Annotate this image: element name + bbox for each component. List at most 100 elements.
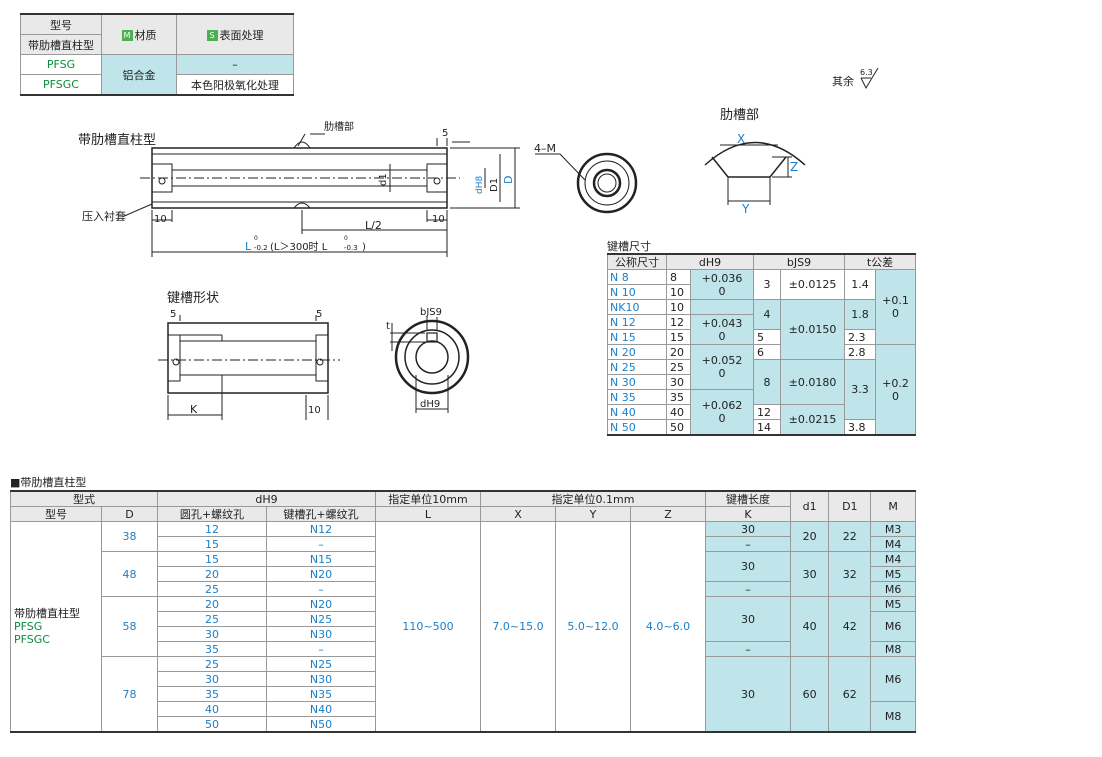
dim-l-half: L/2 [365,219,382,232]
h-keylen: 键槽长度 [705,490,791,507]
round-hole-cell: 15 [157,551,267,567]
h-Z: Z [630,506,706,522]
round-hole-cell: 35 [157,686,267,702]
ks-dtol-lower: 0 [718,412,726,425]
d1-cell: 40 [789,596,830,657]
surface-note-text: 其余 [832,75,854,88]
round-hole-cell: 20 [157,566,267,582]
ks-btol: ±0.0125 [780,269,845,300]
main-table-title: ■带肋槽直柱型 [10,476,87,489]
ks-d: 50 [666,419,691,436]
D-cell: 78 [101,656,158,733]
model-pfsgc: PFSGC [14,633,50,646]
round-hole-cell: 25 [157,656,267,672]
ks-ttol-upper: +0.1 [882,294,909,307]
m-cell: M5 [870,566,916,582]
key-dim-5-left: 5 [170,309,176,320]
dim-l-note-close: ) [362,242,366,253]
ks-t: 1.8 [844,299,876,330]
ks-dtol-lower: 0 [718,329,726,343]
ks-b: 5 [753,329,781,345]
D1-cell: 42 [828,596,872,657]
h-unit10: 指定单位10mm [375,490,481,507]
dim-d1: d1 [378,173,389,186]
ks-d: 8 [666,269,691,285]
ks-b: 12 [753,404,781,420]
ks-b: 6 [753,344,781,360]
ks-t: 2.8 [844,344,876,360]
header-surface-label: 表面处理 [219,28,264,42]
rib-groove-label: 肋槽部 [324,120,354,133]
key-shape-drawing: 5 5 K 10 [158,309,340,420]
m-cell: M8 [870,701,916,733]
dim-bjs9: bJS9 [420,307,442,318]
m-cell: M6 [870,656,916,702]
dim-y: Y [741,202,750,215]
L-range-cell: 110~500 [375,521,481,733]
D1-cell: 62 [828,656,872,733]
ks-h-d: dH9 [666,253,754,270]
ks-d: 12 [666,314,691,330]
ks-dtol-lower: 0 [718,367,726,380]
key-hole-cell: N35 [266,686,376,702]
ks-d: 25 [666,359,691,375]
ks-ttol-lower: 0 [892,307,899,320]
key-dim-10: 10 [308,405,321,416]
key-hole-cell: N30 [266,626,376,642]
ks-n: N 8 [607,269,667,285]
ks-n: N 50 [607,419,667,436]
ks-d: 10 [666,284,691,300]
key-hole-cell: N12 [266,521,376,537]
model-pfsgc: PFSGC [20,74,102,96]
end-view-drawing: 4–M [534,142,638,214]
m-badge-icon: M [121,30,133,41]
k-cell: 30 [705,656,791,733]
dim-5-top: 5 [442,128,448,139]
round-hole-cell: 12 [157,521,267,537]
surface-roughness-note: 其余 6.3 [832,67,882,94]
ks-d: 20 [666,344,691,360]
dim-10-left: 10 [154,214,167,225]
Y-range-cell: 5.0~12.0 [555,521,631,733]
round-hole-cell: 30 [157,671,267,687]
dim-l-note: (L＞300时 L [270,241,328,253]
ks-dtol-upper: +0.036 [701,271,743,285]
d1-cell: 20 [789,521,830,552]
h-L: L [375,506,481,522]
ks-dtol-empty [690,299,754,315]
key-section-drawing: bJS9 t dH9 [386,307,470,413]
ks-dtol-upper: +0.062 [701,399,743,412]
ks-t: 3.3 [844,359,876,420]
ks-h-b: bJS9 [753,253,845,270]
key-hole-cell: – [266,536,376,552]
D-cell: 58 [101,596,158,657]
m-cell: M4 [870,536,916,552]
key-shape-title: 键槽形状 [167,291,220,306]
m-cell: M6 [870,611,916,642]
key-hole-cell: N20 [266,566,376,582]
m-cell: M5 [870,596,916,612]
D-cell: 48 [101,551,158,597]
ks-n: N 30 [607,374,667,390]
key-hole-cell: N30 [266,671,376,687]
round-hole-cell: 25 [157,611,267,627]
D-cell: 38 [101,521,158,552]
h-X: X [480,506,556,522]
d1-cell: 60 [789,656,830,733]
model-pfsg: PFSG [20,54,102,75]
surface-pfsgc: 本色阳极氧化处理 [176,74,294,96]
round-hole-cell: 30 [157,626,267,642]
key-hole-cell: – [266,581,376,597]
ks-n: N 25 [607,359,667,375]
ks-h-nominal: 公称尺寸 [607,253,667,270]
X-range-cell: 7.0~15.0 [480,521,556,733]
key-hole-cell: N40 [266,701,376,717]
dim-dh9: dH9 [420,399,440,410]
d1-cell: 30 [789,551,830,597]
